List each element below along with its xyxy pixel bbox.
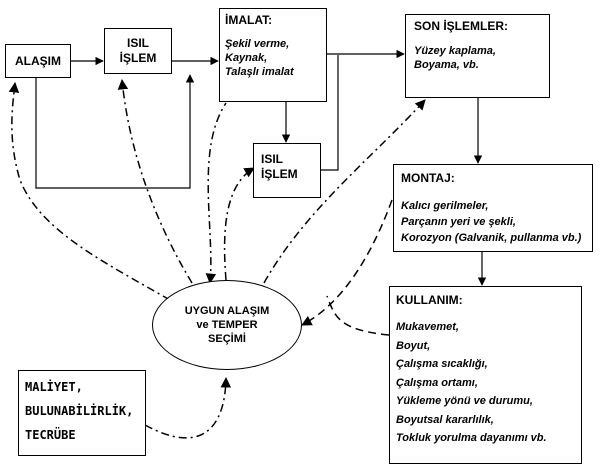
- kullanim-item: Yükleme yönü ve durumu,: [396, 395, 533, 407]
- son-title: SON İŞLEMLER:: [414, 19, 509, 33]
- arrow-isil2-return: [320, 55, 339, 171]
- kullanim-item: Çalışma sıcaklığı,: [396, 358, 488, 370]
- imalat-title: İMALAT:: [225, 13, 273, 27]
- kullanim-item: Çalışma ortamı,: [396, 376, 478, 389]
- maliyet-item: BULUNABİLİRLİK,: [25, 404, 134, 418]
- imalat-item: Talaşlı imalat: [225, 66, 294, 78]
- imalat-box: İMALAT: Şekil verme, Kaynak, Talaşlı ima…: [219, 8, 327, 102]
- son-item: Yüzey kaplama,: [414, 45, 496, 57]
- montaj-box: MONTAJ: Kalıcı gerilmeler, Parçanın yeri…: [393, 164, 593, 252]
- alasim-box: ALAŞIM: [5, 44, 71, 78]
- kullanim-title: KULLANIM:: [396, 293, 463, 307]
- imalat-item: Şekil verme,: [225, 38, 290, 50]
- arrow-alasim-bypass: [35, 74, 195, 189]
- montaj-item: Korozyon (Galvanik, pullanma vb.): [401, 232, 582, 244]
- montaj-item: Kalıcı gerilmeler,: [401, 200, 489, 212]
- feedback-to-son: [263, 99, 426, 284]
- montaj-title: MONTAJ:: [401, 171, 455, 185]
- kullanim-item: Boyut,: [396, 339, 431, 352]
- kullanim-item: Tokluk yorulma dayanımı vb.: [396, 432, 547, 444]
- isil2-line2: İŞLEM: [261, 167, 298, 181]
- feedback-to-alasim: [8, 81, 171, 301]
- isil1-line1: ISIL: [126, 36, 149, 50]
- alasim-label: ALAŞIM: [15, 53, 61, 68]
- maliyet-item: TECRÜBE: [25, 428, 76, 442]
- secim-line1: UYGUN ALAŞIM: [184, 305, 270, 317]
- uygun-alasim-secimi-ellipse: UYGUN ALAŞIM ve TEMPER SEÇİMİ: [152, 280, 302, 370]
- feedback-to-isil1: [117, 78, 193, 284]
- kullanim-item: Boyutsal kararlılık,: [396, 413, 494, 426]
- feedback-to-imalat: [205, 102, 227, 285]
- feedback-from-montaj: [301, 199, 393, 326]
- montaj-item: Parçanın yeri ve şekli,: [401, 216, 516, 228]
- isil-islem-box-1: ISIL İŞLEM: [104, 28, 172, 74]
- maliyet-item: MALİYET,: [25, 380, 83, 394]
- secim-line2: ve TEMPER: [196, 319, 258, 331]
- kullanim-box: KULLANIM: Mukavemet, Boyut, Çalışma sıca…: [389, 286, 582, 464]
- kullanim-item: Mukavemet,: [396, 321, 459, 333]
- isil-islem-box-2: ISIL İŞLEM: [253, 143, 321, 198]
- son-islemler-box: SON İŞLEMLER: Yüzey kaplama, Boyama, vb.: [405, 14, 550, 98]
- feedback-from-kullanim: [326, 295, 390, 336]
- isil2-line1: ISIL: [261, 152, 284, 166]
- isil1-line2: İŞLEM: [119, 51, 157, 65]
- feedback-to-isil2: [223, 167, 255, 281]
- secim-line3: SEÇİMİ: [208, 333, 246, 345]
- son-item: Boyama, vb.: [414, 59, 479, 71]
- imalat-item: Kaynak,: [225, 52, 268, 64]
- feedback-from-maliyet: [144, 376, 232, 439]
- maliyet-box: MALİYET, BULUNABİLİRLİK, TECRÜBE: [18, 370, 146, 456]
